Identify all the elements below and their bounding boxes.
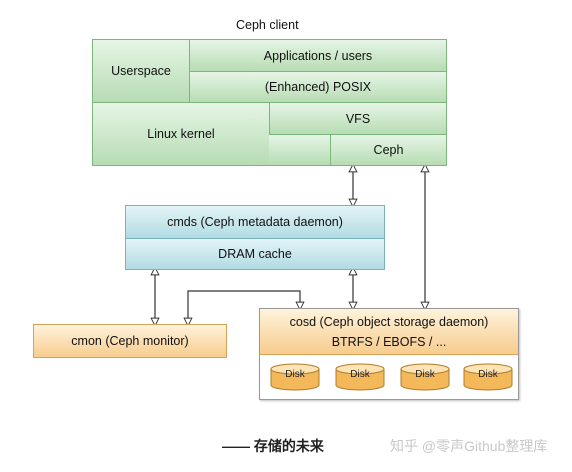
posix-label: (Enhanced) POSIX — [264, 80, 372, 94]
disk-3: Disk — [399, 363, 451, 391]
userspace-label: Userspace — [111, 64, 171, 78]
cmds-block: cmds (Ceph metadata daemon) — [125, 205, 385, 239]
disk-2: Disk — [334, 363, 386, 391]
disk-1-label: Disk — [285, 369, 305, 380]
kernel-block: Linux kernel — [92, 102, 270, 166]
cmon-block: cmon (Ceph monitor) — [33, 324, 227, 358]
disk-3-label: Disk — [415, 369, 435, 380]
cosd-header: cosd (Ceph object storage daemon) BTRFS … — [260, 309, 518, 355]
disk-4-label: Disk — [478, 369, 498, 380]
footer-watermark: 知乎 @零声Github整理库 — [390, 438, 548, 454]
disk-2-label: Disk — [350, 369, 370, 380]
cosd-fs-label: BTRFS / EBOFS / ... — [331, 334, 447, 349]
ceph-client-module: Ceph — [330, 134, 447, 166]
cmds-label: cmds (Ceph metadata daemon) — [167, 215, 343, 229]
kernel-lower-fill — [269, 134, 331, 166]
disk-1-shape — [270, 363, 320, 391]
applications-block: Applications / users — [189, 39, 447, 72]
disk-4: Disk — [462, 363, 514, 391]
dram-cache-label: DRAM cache — [218, 247, 292, 261]
disk-3-shape — [400, 363, 450, 391]
disk-2-shape — [335, 363, 385, 391]
vfs-label: VFS — [345, 111, 371, 126]
cosd-label: cosd (Ceph object storage daemon) — [289, 314, 489, 329]
posix-block: (Enhanced) POSIX — [189, 71, 447, 103]
cmon-label: cmon (Ceph monitor) — [71, 334, 189, 348]
client-title: Ceph client — [236, 18, 299, 32]
kernel-label: Linux kernel — [147, 127, 215, 141]
applications-label: Applications / users — [263, 48, 373, 63]
userspace-block: Userspace — [92, 39, 190, 103]
footer-caption: —— 存储的未来 — [222, 438, 324, 454]
ceph-module-label: Ceph — [373, 143, 404, 157]
disk-4-shape — [463, 363, 513, 391]
dram-cache-block: DRAM cache — [125, 238, 385, 270]
disk-1: Disk — [269, 363, 321, 391]
vfs-block: VFS — [269, 102, 447, 135]
arrow-cmon-cosd — [188, 290, 300, 322]
